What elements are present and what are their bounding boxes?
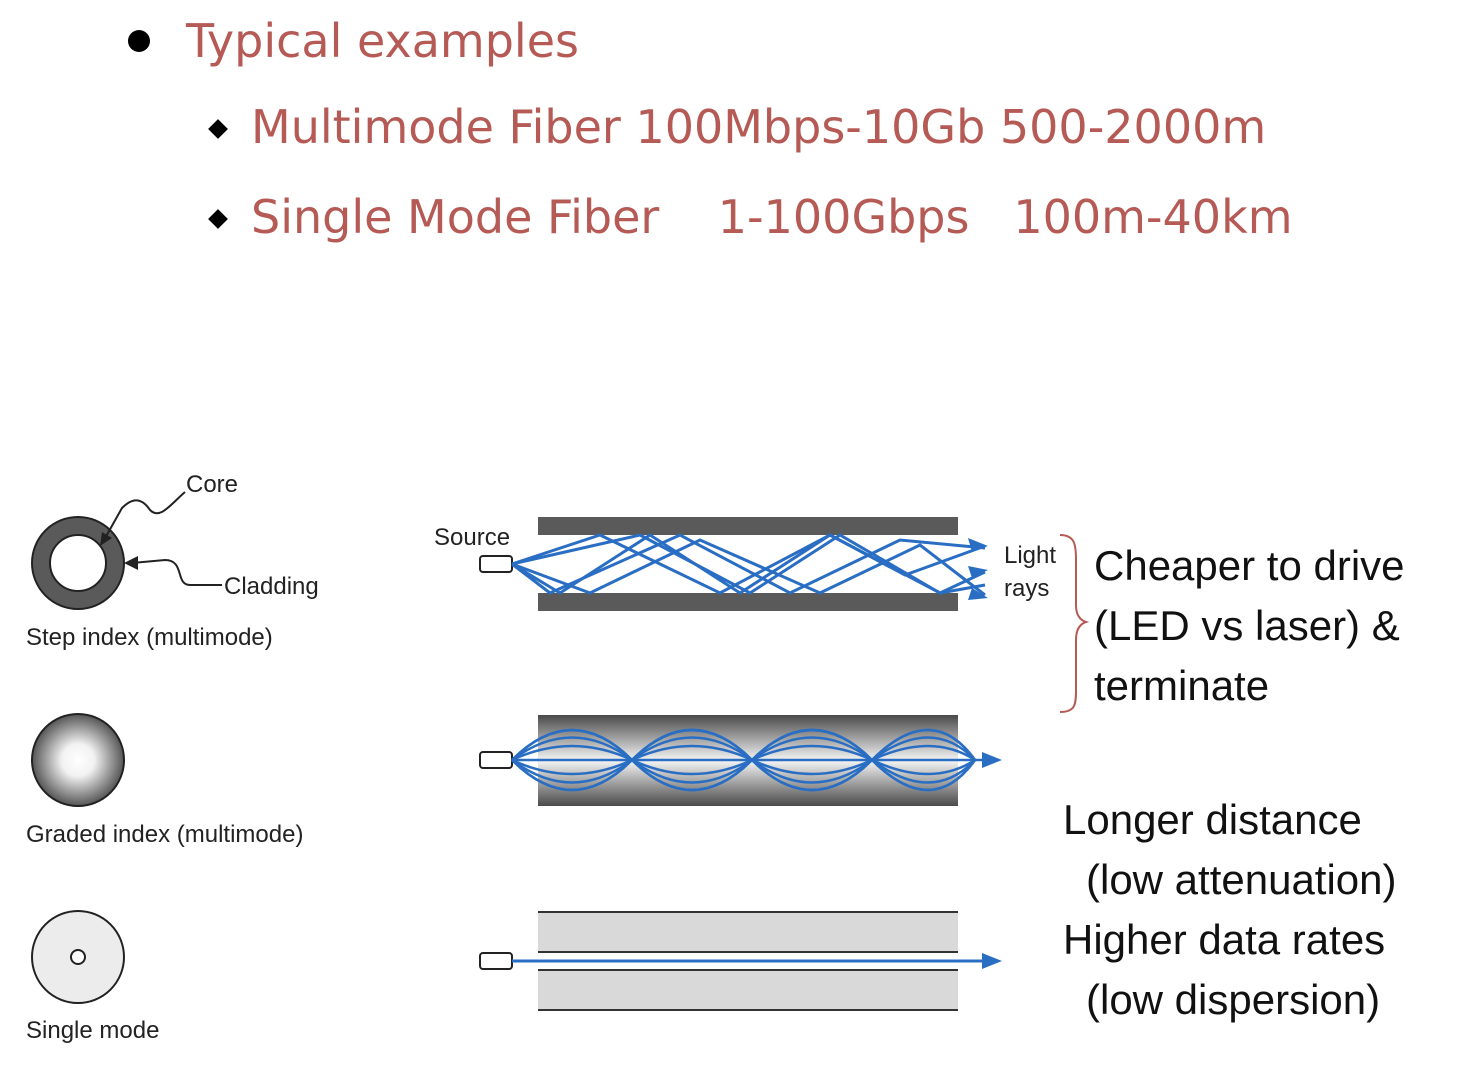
- light-label: Light: [1004, 542, 1056, 569]
- longer-distance-note: Longer distance: [1063, 796, 1362, 843]
- core-label: Core: [186, 471, 238, 498]
- step-index-label: Step index (multimode): [26, 624, 273, 651]
- graded-index-label: Graded index (multimode): [26, 821, 303, 848]
- bullet-sub2-text: Single Mode Fiber 1-100Gbps 100m-40km: [251, 190, 1293, 244]
- cladding-pointer-line: [131, 558, 222, 586]
- single-mode-cross-section: [31, 910, 125, 1004]
- cheaper-note-line3: terminate: [1094, 662, 1270, 709]
- bullet-multimode: Multimode Fiber 100Mbps-10Gb 500-2000m: [205, 100, 1266, 154]
- graded-index-fiber: [479, 715, 1002, 806]
- light-ray-arrowhead-icon: [968, 566, 988, 578]
- step-index-fiber: [479, 517, 988, 611]
- bullet-dot-icon: [128, 29, 150, 52]
- source-label: Source: [434, 524, 510, 551]
- bullet-single-mode: Single Mode Fiber 1-100Gbps 100m-40km: [205, 190, 1293, 244]
- graded-index-cross-section: [31, 713, 125, 807]
- bullet-typical-examples: Typical examples: [128, 14, 579, 68]
- bullet-main-text: Typical examples: [186, 14, 579, 68]
- low-attenuation-note: (low attenuation): [1086, 856, 1397, 903]
- higher-data-rates-note: Higher data rates: [1063, 916, 1386, 963]
- low-dispersion-note: (low dispersion): [1086, 976, 1381, 1023]
- cheaper-note-line1: Cheaper to drive: [1094, 542, 1405, 589]
- single-ray-arrowhead-icon: [982, 953, 1002, 969]
- core-arrowhead-icon: [100, 532, 112, 546]
- single-mode-label: Single mode: [26, 1017, 159, 1044]
- light-ray-arrowhead-icon: [968, 538, 988, 552]
- cladding-label: Cladding: [224, 573, 319, 600]
- bullet-sub1-text: Multimode Fiber 100Mbps-10Gb 500-2000m: [251, 100, 1267, 154]
- core-pointer-line: [103, 491, 186, 541]
- graded-ray-arrowhead-icon: [982, 752, 1002, 768]
- single-mode-fiber: [479, 911, 1002, 1011]
- cheaper-note-line2: (LED vs laser) &: [1094, 602, 1400, 649]
- cladding-arrowhead-icon: [124, 556, 138, 570]
- light-ray-arrowhead-icon: [968, 588, 988, 600]
- rays-label: rays: [1004, 575, 1049, 602]
- brace-icon: [1059, 534, 1090, 713]
